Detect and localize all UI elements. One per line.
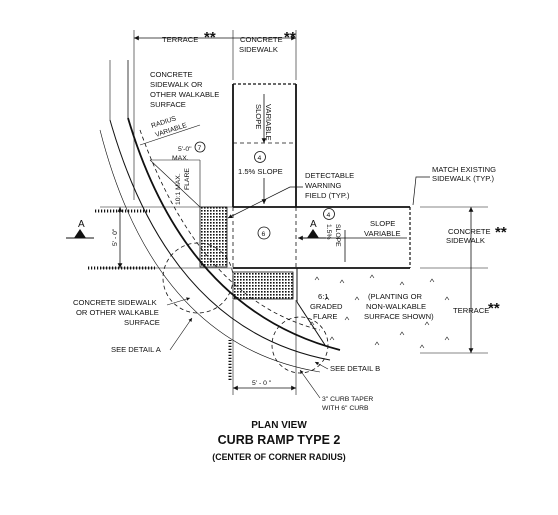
section-a-left-label: A: [78, 219, 85, 230]
flare-10-1-b: FLARE: [184, 168, 191, 190]
graded-flare-3: FLARE: [313, 312, 337, 321]
callout-4-top: 4: [258, 155, 262, 162]
bottom-dimension: 5' - 0 ": [232, 300, 297, 395]
tl-walkable-3: OTHER WALKABLE: [150, 90, 219, 99]
section-a-right-label: A: [310, 219, 317, 230]
planting-2: NON-WALKABLE: [366, 302, 426, 311]
sidewalk-top-label-2: SIDEWALK: [239, 45, 278, 54]
callout-4-right: 4: [327, 212, 331, 219]
curb-taper-1: 3" CURB TAPER: [322, 396, 373, 403]
warning-field-left: [199, 206, 228, 268]
terrace-top-stars: **: [204, 29, 216, 46]
warning-field-bottom: [232, 271, 294, 300]
lower-right-labels: SEE DETAIL B 3" CURB TAPER WITH 6" CURB: [299, 361, 380, 412]
terrace-top-label: TERRACE: [162, 35, 198, 44]
tl-walkable-2: SIDEWALK OR: [150, 80, 203, 89]
ll-walkable-3: SURFACE: [124, 318, 160, 327]
planting-3: SURFACE SHOWN): [364, 312, 434, 321]
slope-1-5-label: 1.5% SLOPE: [238, 167, 283, 176]
match-existing-1: MATCH EXISTING: [432, 165, 496, 174]
flare-10-1-a: 10:1 MAX.: [175, 173, 182, 205]
curb-ramp-title: CURB RAMP TYPE 2: [218, 433, 341, 447]
lower-left-labels: CONCRETE SIDEWALK OR OTHER WALKABLE SURF…: [73, 297, 193, 354]
five-ft-left: 5' - 0": [112, 228, 119, 246]
detectable-1: DETECTABLE: [305, 171, 354, 180]
top-dimension: TERRACE ** CONCRETE SIDEWALK **: [133, 29, 297, 200]
sidewalk-top-label-1: CONCRETE: [240, 35, 283, 44]
see-detail-a: SEE DETAIL A: [111, 345, 162, 354]
terrace-right-dim: TERRACE: [453, 306, 489, 315]
planting-area: (PLANTING OR NON-WALKABLE SURFACE SHOWN)…: [296, 268, 450, 349]
right-dimension: CONCRETE SIDEWALK ** TERRACE **: [420, 206, 507, 354]
callout-7: 7: [198, 145, 202, 152]
sidewalk-right-dim-1: CONCRETE: [448, 227, 491, 236]
graded-flare-1: 6:1: [318, 292, 329, 301]
five-ft-bottom: 5' - 0 ": [252, 380, 272, 387]
slope-variable-right-1: SLOPE: [370, 219, 395, 228]
callout-6: 6: [262, 231, 266, 238]
slope-variable-vert-1: SLOPE: [254, 104, 263, 129]
slope-variable-right-2: VARIABLE: [364, 229, 401, 238]
slope-variable-vert-2: VARIABLE: [264, 104, 273, 141]
curb-taper-2: WITH 6" CURB: [322, 405, 369, 412]
corner-curb: [99, 60, 341, 373]
west-area: 5' - 0" 5'-0" 7 MAX. 10:1 MAX. FLARE: [88, 141, 233, 380]
slope-1-5-vert: 1.5%: [325, 224, 332, 240]
drawing-title: PLAN VIEW CURB RAMP TYPE 2 (CENTER OF CO…: [212, 420, 345, 462]
tl-walkable-1: CONCRETE: [150, 70, 193, 79]
ll-walkable-2: OR OTHER WALKABLE: [76, 308, 159, 317]
sidewalk-right-dim-2: SIDEWALK: [446, 236, 485, 245]
tl-walkable-4: SURFACE: [150, 100, 186, 109]
graded-flare-2: GRADED: [310, 302, 343, 311]
flare-max: MAX.: [172, 155, 189, 162]
ramp-area: 6 DETECTABLE WARNING FIELD (TYP.): [199, 171, 354, 300]
match-existing-callout: MATCH EXISTING SIDEWALK (TYP.): [412, 165, 496, 206]
plan-view-title: PLAN VIEW: [251, 420, 307, 431]
sidewalk-right-stars: **: [495, 224, 507, 241]
north-sidewalk: SLOPE VARIABLE 4 1.5% SLOPE: [232, 83, 297, 207]
slope-vert-label: SLOPE: [334, 224, 341, 247]
detail-a-circle: [162, 242, 234, 314]
east-sidewalk: 4 1.5% SLOPE SLOPE VARIABLE: [232, 206, 411, 269]
center-radius-title: (CENTER OF CORNER RADIUS): [212, 452, 345, 462]
top-left-labels: CONCRETE SIDEWALK OR OTHER WALKABLE SURF…: [139, 70, 219, 146]
section-a-left[interactable]: A: [66, 219, 94, 239]
ll-walkable-1: CONCRETE SIDEWALK: [73, 298, 157, 307]
match-existing-2: SIDEWALK (TYP.): [432, 174, 494, 183]
detectable-3: FIELD (TYP.): [305, 191, 350, 200]
section-a-right[interactable]: A: [300, 219, 326, 239]
sidewalk-top-stars: **: [284, 29, 296, 46]
terrace-right-stars: **: [488, 300, 500, 317]
planting-1: (PLANTING OR: [368, 292, 423, 301]
see-detail-b: SEE DETAIL B: [330, 364, 380, 373]
detectable-2: WARNING: [305, 181, 342, 190]
flare-5ft: 5'-0": [178, 146, 192, 153]
